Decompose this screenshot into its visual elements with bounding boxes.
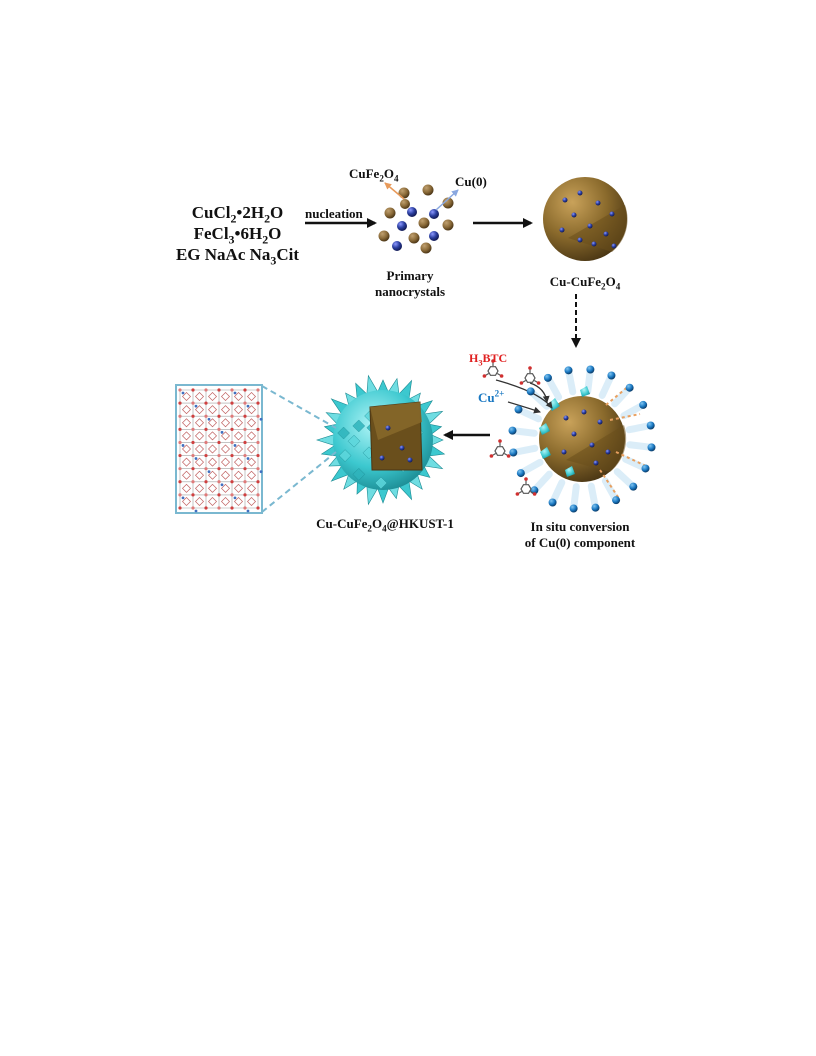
cu2plus-ions <box>508 365 656 513</box>
step-nucleation-label: nucleation <box>305 206 363 221</box>
hkust-1-crystal-structure <box>175 384 263 514</box>
conversion-caption: In situ conversion of Cu(0) component <box>524 519 636 550</box>
reagent-fecl3: FeCl3•6H2O <box>193 224 282 247</box>
btc-ligands <box>482 359 541 496</box>
zoom-line-top <box>261 385 337 429</box>
h3btc-label: H3BTC <box>469 351 508 368</box>
cu2plus-label: Cu2+ <box>478 388 505 405</box>
cu-cufe2o4-label: Cu-CuFe2O4 <box>549 274 621 292</box>
zoom-line-bottom <box>261 451 337 513</box>
primary-nanocrystals-label: Primary nanocrystals <box>374 268 446 299</box>
reagent-cucl2: CuCl2•2H2O <box>191 203 284 226</box>
product-label: Cu-CuFe2O4@HKUST-1 <box>316 516 454 534</box>
cufe2o4-pointer-label: CuFe2O4 <box>349 166 399 184</box>
cu-cufe2o4-sphere <box>543 177 628 261</box>
cu0-pointer-label: Cu(0) <box>455 174 487 189</box>
primary-nanocrystals-cluster <box>378 182 459 254</box>
hkust-1-coated-sphere <box>315 374 446 506</box>
reagent-solvents: EG NaAc Na3Cit <box>175 245 300 268</box>
